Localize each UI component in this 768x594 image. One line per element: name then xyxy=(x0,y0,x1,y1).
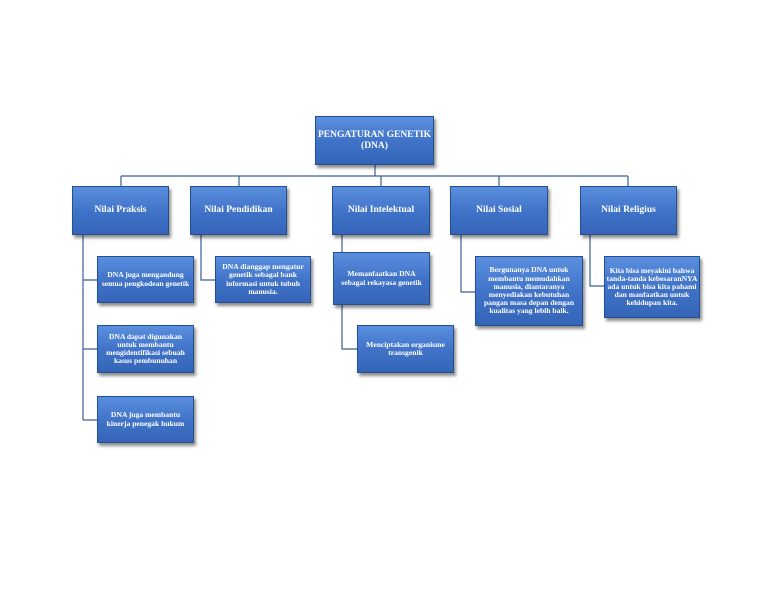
category-label: Nilai Religius xyxy=(601,205,656,216)
root-label: PENGATURAN GENETIK (DNA) xyxy=(317,130,432,151)
praksis-item-1: DNA juga mengandung semua pengkodean gen… xyxy=(97,256,194,303)
category-nilai-sosial: Nilai Sosial xyxy=(450,186,548,235)
religius-item-1: Kita bisa meyakini bahwa tanda-tanda keb… xyxy=(604,256,700,318)
item-text: DNA juga membantu kinerja penegak hukum xyxy=(106,410,185,428)
praksis-item-2: DNA dapat digunakan untuk membantu mengi… xyxy=(97,325,194,373)
praksis-item-3: DNA juga membantu kinerja penegak hukum xyxy=(97,396,194,443)
item-text: DNA dapat digunakan untuk membantu mengi… xyxy=(106,331,185,366)
category-nilai-religius: Nilai Religius xyxy=(580,186,677,235)
intelektual-item-1: Memanfaatkan DNA sebagai rekayasa geneti… xyxy=(333,252,430,305)
root-node: PENGATURAN GENETIK (DNA) xyxy=(315,116,434,165)
category-label: Nilai Praksis xyxy=(94,205,147,216)
item-text: Memanfaatkan DNA sebagai rekayasa geneti… xyxy=(341,269,422,287)
category-label: Nilai Sosial xyxy=(476,205,522,216)
category-nilai-intelektual: Nilai Intelektual xyxy=(332,186,430,235)
intelektual-item-2: Menciptakan organisme transgenik xyxy=(357,325,454,373)
pendidikan-item-1: DNA dianggap mengatur genetik sebagai ba… xyxy=(215,256,311,303)
item-text: DNA juga mengandung semua pengkodean gen… xyxy=(101,270,190,288)
category-nilai-pendidikan: Nilai Pendidikan xyxy=(190,186,287,235)
item-text: Menciptakan organisme transgenik xyxy=(366,339,445,357)
category-label: Nilai Pendidikan xyxy=(204,205,273,216)
category-nilai-praksis: Nilai Praksis xyxy=(72,186,169,235)
item-text: Kita bisa meyakini bahwa tanda-tanda keb… xyxy=(606,265,698,308)
item-text: Bergunanya DNA untuk membantu memudahkan… xyxy=(483,265,575,316)
sosial-item-1: Bergunanya DNA untuk membantu memudahkan… xyxy=(475,256,583,326)
item-text: DNA dianggap mengatur genetik sebagai ba… xyxy=(222,262,304,296)
category-label: Nilai Intelektual xyxy=(347,205,415,216)
